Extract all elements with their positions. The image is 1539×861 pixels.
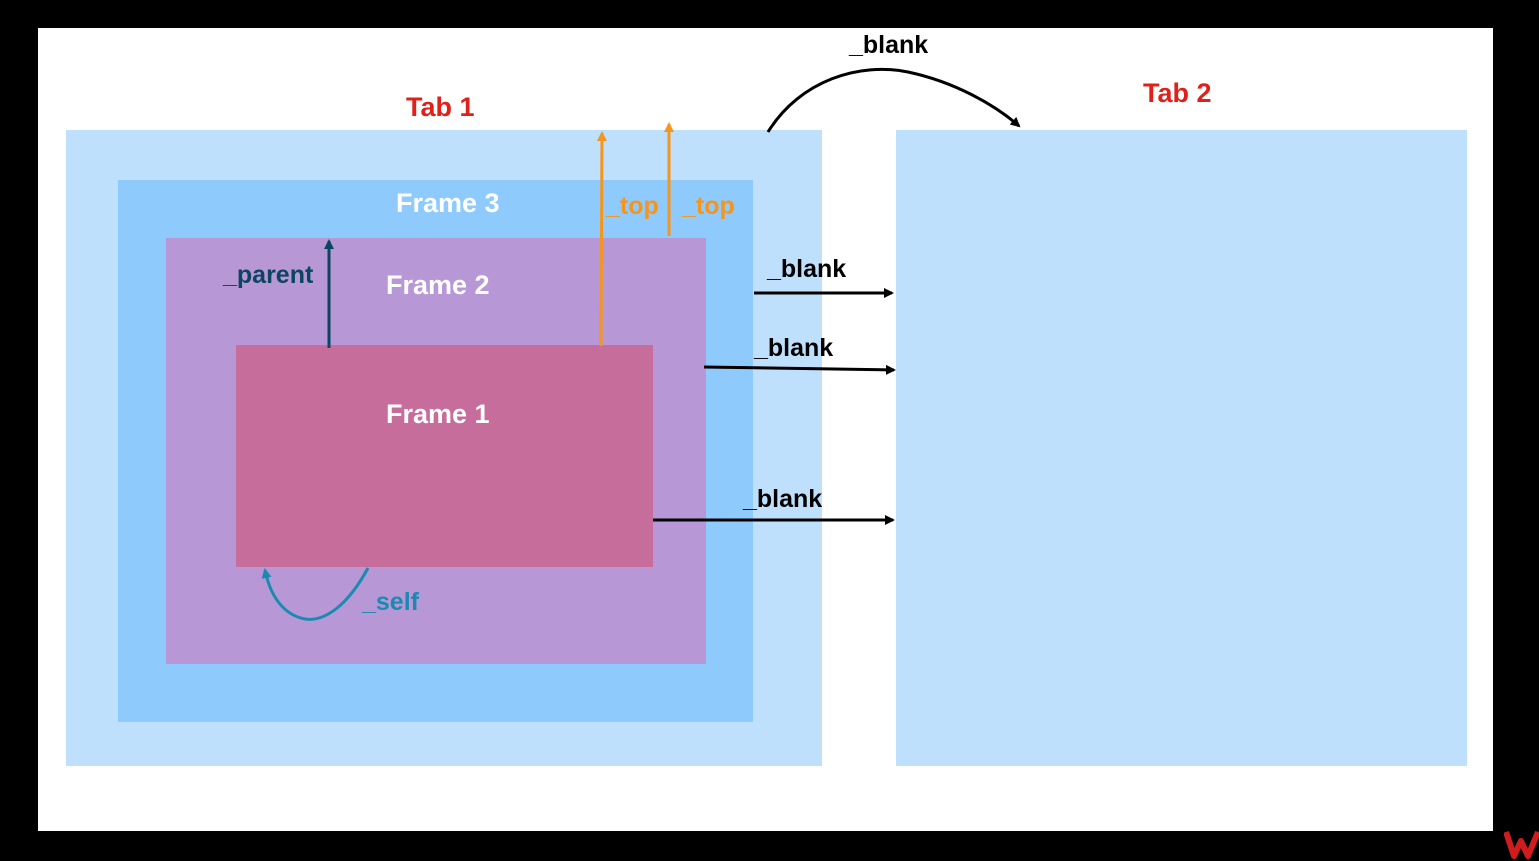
tab-1-label: Tab 1 bbox=[406, 92, 475, 122]
blank-arrow-tab bbox=[766, 67, 1021, 133]
top-arrow-frame-1 bbox=[596, 131, 607, 347]
frame-1-label: Frame 1 bbox=[386, 399, 490, 429]
self-arrow bbox=[261, 567, 370, 621]
tab-2-window bbox=[896, 130, 1467, 766]
blank-frame-3-label: _blank bbox=[767, 255, 847, 283]
blank-frame-2-label: _blank bbox=[754, 334, 834, 362]
frame-3-label: Frame 3 bbox=[396, 188, 500, 218]
blank-tab-label: _blank bbox=[849, 31, 929, 59]
frame-2-label: Frame 2 bbox=[386, 270, 490, 300]
self-label: _self bbox=[362, 588, 419, 616]
frame-1-box bbox=[236, 345, 653, 567]
top-label-1: _top bbox=[606, 192, 659, 220]
blank-arrow-frame-2 bbox=[703, 364, 896, 375]
tab-2-label: Tab 2 bbox=[1143, 78, 1212, 108]
watermark-logo bbox=[1504, 830, 1539, 859]
top-label-2: _top bbox=[682, 192, 735, 220]
parent-label: _parent bbox=[223, 261, 314, 289]
blank-frame-1-label: _blank bbox=[743, 485, 823, 513]
